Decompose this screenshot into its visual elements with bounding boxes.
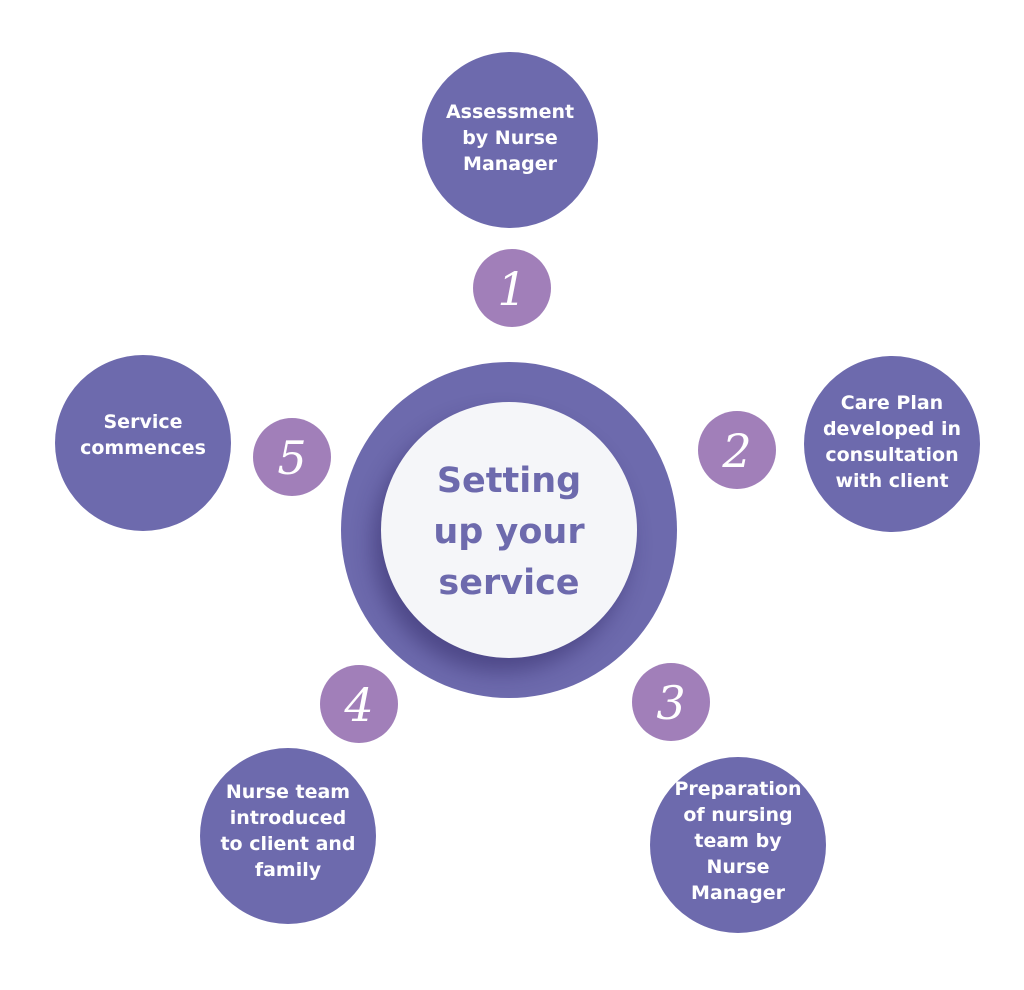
step-4-badge: 4	[320, 665, 398, 743]
center-title: Setting up your service	[433, 460, 585, 603]
step-1-badge: 1	[473, 249, 551, 327]
step-2-number: 2	[722, 424, 752, 478]
step-2-label: Care Plan developed in consultation with…	[822, 392, 962, 492]
step-5-label: Service commences	[80, 411, 206, 459]
step-5-circle: Service commences	[55, 355, 231, 531]
step-2-badge: 2	[698, 411, 776, 489]
step-1-number: 1	[497, 262, 527, 316]
step-1-label: Assessment by Nurse Manager	[445, 101, 575, 175]
step-3-badge: 3	[632, 663, 710, 741]
step-4-number: 4	[344, 678, 374, 732]
center-hub: Setting up your service	[381, 402, 637, 658]
step-3-label: Preparation of nursing team by Nurse Man…	[674, 778, 802, 904]
step-5-number: 5	[277, 431, 307, 485]
step-2-circle: Care Plan developed in consultation with…	[804, 356, 980, 532]
step-1-circle: Assessment by Nurse Manager	[422, 52, 598, 228]
step-3-number: 3	[656, 676, 686, 730]
step-4-label: Nurse team introduced to client and fami…	[220, 781, 356, 881]
step-3-circle: Preparation of nursing team by Nurse Man…	[650, 757, 826, 933]
step-4-circle: Nurse team introduced to client and fami…	[200, 748, 376, 924]
step-5-badge: 5	[253, 418, 331, 496]
